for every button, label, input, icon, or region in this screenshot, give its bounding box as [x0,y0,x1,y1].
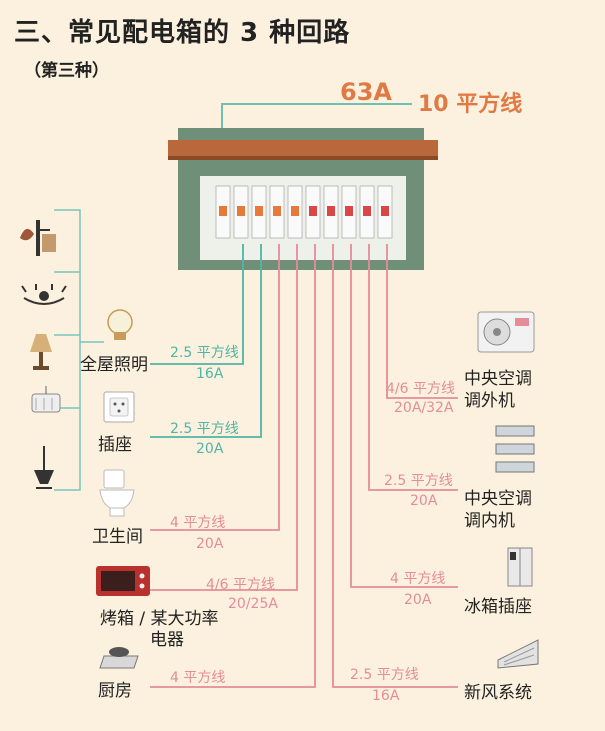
distribution-box [168,128,438,270]
circuit-wire-fridge: 4 平方线 [390,571,446,587]
fridge-icon [507,547,533,587]
light-bulb-icon [107,309,133,340]
oven-wire [150,244,298,591]
circuit-label-lighting: 全屋照明 [80,355,148,375]
ac-outdoor-icon [477,311,535,353]
circuit-amp-socket: 20A [196,441,224,457]
fridge-wire [350,244,458,588]
circuit-wire-bathroom: 4 平方线 [170,515,226,531]
circuit-label-kitchen: 厨房 [98,681,132,701]
ac-outdoor-wire [386,244,458,399]
circuit-amp-lighting: 16A [196,366,224,382]
bathroom-wire [150,244,280,531]
circuit-amp-ac-outdoor: 20A/32A [394,400,454,416]
pendant-lamp-icon [34,446,54,489]
chandelier-icon [21,284,67,305]
oven-icon [96,566,150,596]
circuit-amp-fridge: 20A [404,592,432,608]
socket-wire [150,244,262,438]
page-subtitle: （第三种） [24,61,109,81]
fresh-air-wire [332,244,458,688]
toilet-icon [99,469,135,517]
circuit-amp-bathroom: 20A [196,536,224,552]
circuit-label-ac-indoor-line2: 调内机 [464,511,515,531]
socket-icon [103,391,135,423]
circuit-label-bathroom: 卫生间 [92,527,143,547]
circuit-label-fresh-air: 新风系统 [464,683,532,703]
wall-lamp-icon [20,220,56,256]
circuit-label-socket: 插座 [98,435,132,455]
breaker-row [215,185,393,239]
main-breaker-wire: 10 平方线 [418,92,523,117]
lamp-group-bracket [54,209,81,491]
circuit-wire-ac-indoor: 2.5 平方线 [384,473,453,489]
table-lamp-icon [30,334,52,370]
circuit-amp-fresh-air: 16A [372,688,400,704]
main-breaker-amp: 63A [340,78,392,106]
ac-indoor-wire [368,244,458,491]
ceiling-lamp-icon [31,386,61,413]
page-title: 三、常见配电箱的 3 种回路 [14,18,351,48]
circuit-wire-lighting: 2.5 平方线 [170,345,239,361]
circuit-label-ac-outdoor-line2: 调外机 [464,391,515,411]
circuit-wire-ac-outdoor: 4/6 平方线 [386,381,455,397]
circuit-label-ac-outdoor-line1: 中央空调 [464,369,532,389]
circuit-wire-fresh-air: 2.5 平方线 [350,667,419,683]
fresh-air-icon [497,639,539,669]
circuit-label-oven-line2: 电器 [150,630,184,650]
stove-icon [99,647,139,669]
circuit-amp-oven: 20/25A [228,596,278,612]
circuit-label-oven-line1: 烤箱 / 某大功率 [100,609,219,629]
circuit-wire-socket: 2.5 平方线 [170,421,239,437]
circuit-amp-ac-indoor: 20A [410,493,438,509]
circuit-wire-oven: 4/6 平方线 [206,577,275,593]
ac-indoor-icon [495,425,535,473]
circuit-label-fridge: 冰箱插座 [464,597,532,617]
circuit-wire-kitchen: 4 平方线 [170,670,226,686]
lighting-wire [150,244,244,365]
kitchen-wire [150,244,316,688]
circuit-label-ac-indoor-line1: 中央空调 [464,489,532,509]
